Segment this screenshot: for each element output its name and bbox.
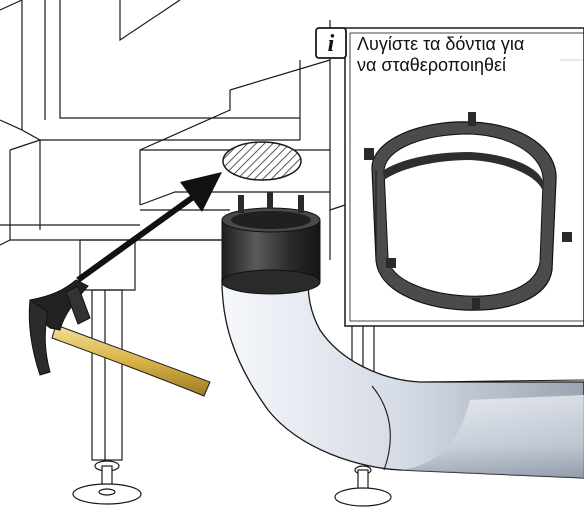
instruction-line-2: να σταθεροποιηθεί: [357, 55, 507, 75]
instruction-line-1: Λυγίστε τα δόντια για: [357, 34, 525, 54]
instruction-text: Λυγίστε τα δόντια για να σταθεροποιηθεί: [357, 34, 583, 76]
direction-arrow: [76, 172, 222, 283]
toothed-ring: [364, 112, 572, 311]
flue-collar: [221, 192, 321, 295]
stove-body: [0, 0, 346, 260]
flue-opening: [222, 141, 302, 181]
info-icon: i: [315, 27, 347, 59]
stove-leg-left: [72, 240, 142, 505]
info-panel: i: [315, 27, 584, 327]
hammer-icon: [28, 279, 211, 397]
svg-text:i: i: [328, 31, 335, 57]
